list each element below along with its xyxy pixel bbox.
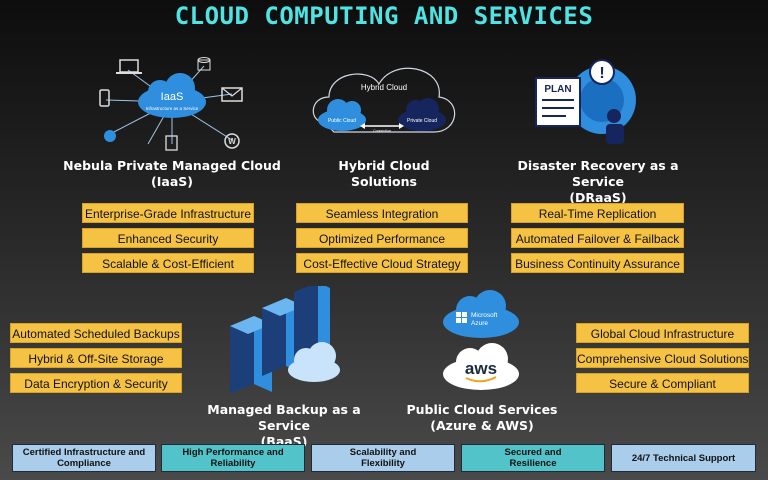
private-cloud-label: Private Cloud xyxy=(407,118,437,124)
hybrid-feature: Optimized Performance xyxy=(296,228,468,248)
draas-feature: Real-Time Replication xyxy=(511,203,684,223)
aws-label: aws xyxy=(465,359,497,378)
laptop-icon xyxy=(116,59,142,74)
iaas-icon-label: IaaS xyxy=(161,91,184,103)
nebula-title-line2: (IaaS) xyxy=(151,174,193,189)
page-title: CLOUD COMPUTING AND SERVICES xyxy=(174,2,594,30)
draas-title-line1: Disaster Recovery as a Service xyxy=(517,158,679,189)
baas-illustration xyxy=(230,286,340,394)
connection-label: Connection xyxy=(373,129,391,133)
mail-icon xyxy=(221,87,243,102)
nebula-title-line1: Nebula Private Managed Cloud xyxy=(63,158,281,173)
windows-logo-icon xyxy=(456,312,467,323)
private-cloud-icon xyxy=(398,98,446,131)
badge-line: Certified Infrastructure and xyxy=(22,447,146,458)
badge-line: Secured and xyxy=(504,447,562,458)
public-cloud-icon xyxy=(318,99,366,131)
badge-line: Scalability and xyxy=(349,447,417,458)
svg-text:W: W xyxy=(228,137,236,146)
draas-service-title: Disaster Recovery as a Service (DRaaS) xyxy=(496,158,700,206)
svg-text:!: ! xyxy=(599,65,604,82)
badge-line: Resilience xyxy=(509,458,557,469)
hybrid-feature: Seamless Integration xyxy=(296,203,468,223)
badge-line: High Performance and xyxy=(182,447,284,458)
nebula-feature: Enterprise-Grade Infrastructure xyxy=(82,203,254,223)
hybrid-service-title: Hybrid Cloud Solutions xyxy=(296,158,472,190)
draas-feature: Business Continuity Assurance xyxy=(511,253,684,273)
iaas-icon-sublabel: Infrastructure as a Service xyxy=(146,106,199,111)
hybrid-title-line1: Hybrid Cloud xyxy=(338,158,430,173)
aws-cloud-icon xyxy=(443,343,519,390)
connection-arrow-icon xyxy=(360,123,404,129)
baas-feature: Hybrid & Off-Site Storage xyxy=(10,348,182,368)
iaas-illustration: IaaS Infrastructure as a Service W xyxy=(99,57,243,151)
azure-label-line2: Azure xyxy=(471,320,488,327)
hybrid-icon-label: Hybrid Cloud xyxy=(361,83,407,92)
badge-line: 24/7 Technical Support xyxy=(631,452,736,464)
aws-smile-icon xyxy=(465,376,497,383)
document-icon xyxy=(165,135,178,151)
badge-line: Compliance xyxy=(57,458,111,469)
public-feature: Comprehensive Cloud Solutions xyxy=(576,348,749,368)
wordpress-icon: W xyxy=(224,133,240,149)
baas-feature: Data Encryption & Security xyxy=(10,373,182,393)
draas-title-line2: (DRaaS) xyxy=(569,190,627,205)
phone-icon xyxy=(99,89,110,107)
hybrid-cloud-illustration: Hybrid Cloud Public Cloud Private Cloud … xyxy=(312,67,456,133)
public-title-line1: Public Cloud Services xyxy=(406,402,558,417)
hybrid-title-line2: Solutions xyxy=(351,174,417,189)
alert-icon: ! xyxy=(589,59,615,85)
public-cloud-illustration: Microsoft Azure aws xyxy=(443,290,519,390)
public-feature: Global Cloud Infrastructure xyxy=(576,323,749,343)
nebula-service-title: Nebula Private Managed Cloud (IaaS) xyxy=(60,158,284,190)
public-cloud-label: Public Cloud xyxy=(328,118,356,124)
cloud-icon xyxy=(138,73,206,118)
person-icon xyxy=(606,109,624,144)
badge-line: Reliability xyxy=(210,458,256,469)
hybrid-feature: Cost-Effective Cloud Strategy xyxy=(296,253,468,273)
baas-service-title: Managed Backup as a Service (BaaS) xyxy=(186,402,382,450)
drupal-icon xyxy=(104,130,116,142)
public-feature: Secure & Compliant xyxy=(576,373,749,393)
plan-board-icon: PLAN xyxy=(535,77,581,127)
baas-feature: Automated Scheduled Backups xyxy=(10,323,182,343)
draas-feature: Automated Failover & Failback xyxy=(511,228,684,248)
server-rack-icon xyxy=(294,286,330,360)
public-service-title: Public Cloud Services (Azure & AWS) xyxy=(400,402,564,434)
badge-line: Flexibility xyxy=(361,458,405,469)
nebula-feature: Scalable & Cost-Efficient xyxy=(82,253,254,273)
baas-title-line1: Managed Backup as a Service xyxy=(207,402,361,433)
nebula-feature: Enhanced Security xyxy=(82,228,254,248)
plan-label: PLAN xyxy=(544,84,571,95)
draas-illustration: PLAN ! xyxy=(535,59,636,144)
public-title-line2: (Azure & AWS) xyxy=(430,418,534,433)
backup-cloud-icon xyxy=(288,342,340,382)
azure-label-line1: Microsoft xyxy=(471,312,498,319)
bottom-badge-support: 24/7 Technical Support xyxy=(611,444,756,472)
database-icon xyxy=(197,57,211,71)
